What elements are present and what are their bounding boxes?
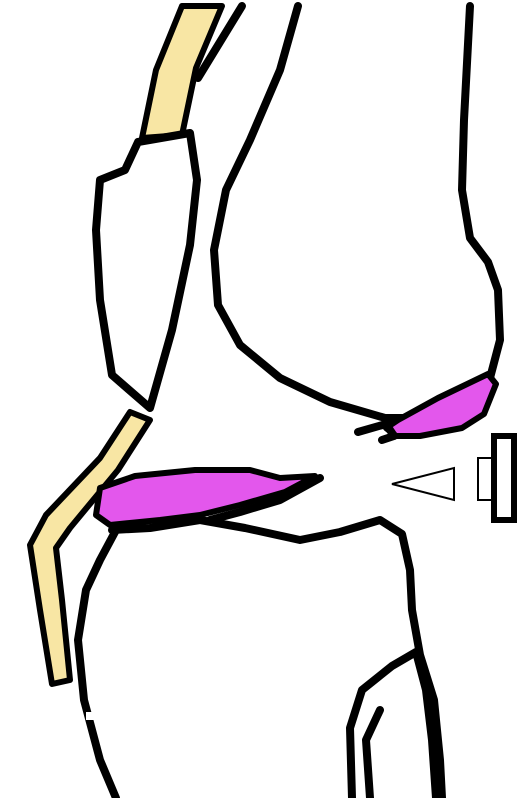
probe-tip <box>478 458 492 500</box>
fibula <box>350 652 436 798</box>
quadriceps-tendon <box>142 6 222 138</box>
femoral-cartilage <box>386 374 496 436</box>
patellar-tendon <box>30 412 150 684</box>
ultrasound-probe-icon <box>494 436 514 520</box>
patella <box>96 133 197 408</box>
tibia-left-edge <box>78 532 116 798</box>
femoral-notch <box>358 424 394 440</box>
fibula-inner <box>366 710 380 798</box>
triangle-beam-icon <box>392 468 454 500</box>
tibia <box>112 520 442 798</box>
femur <box>214 6 500 418</box>
tibia-gap <box>86 712 106 720</box>
